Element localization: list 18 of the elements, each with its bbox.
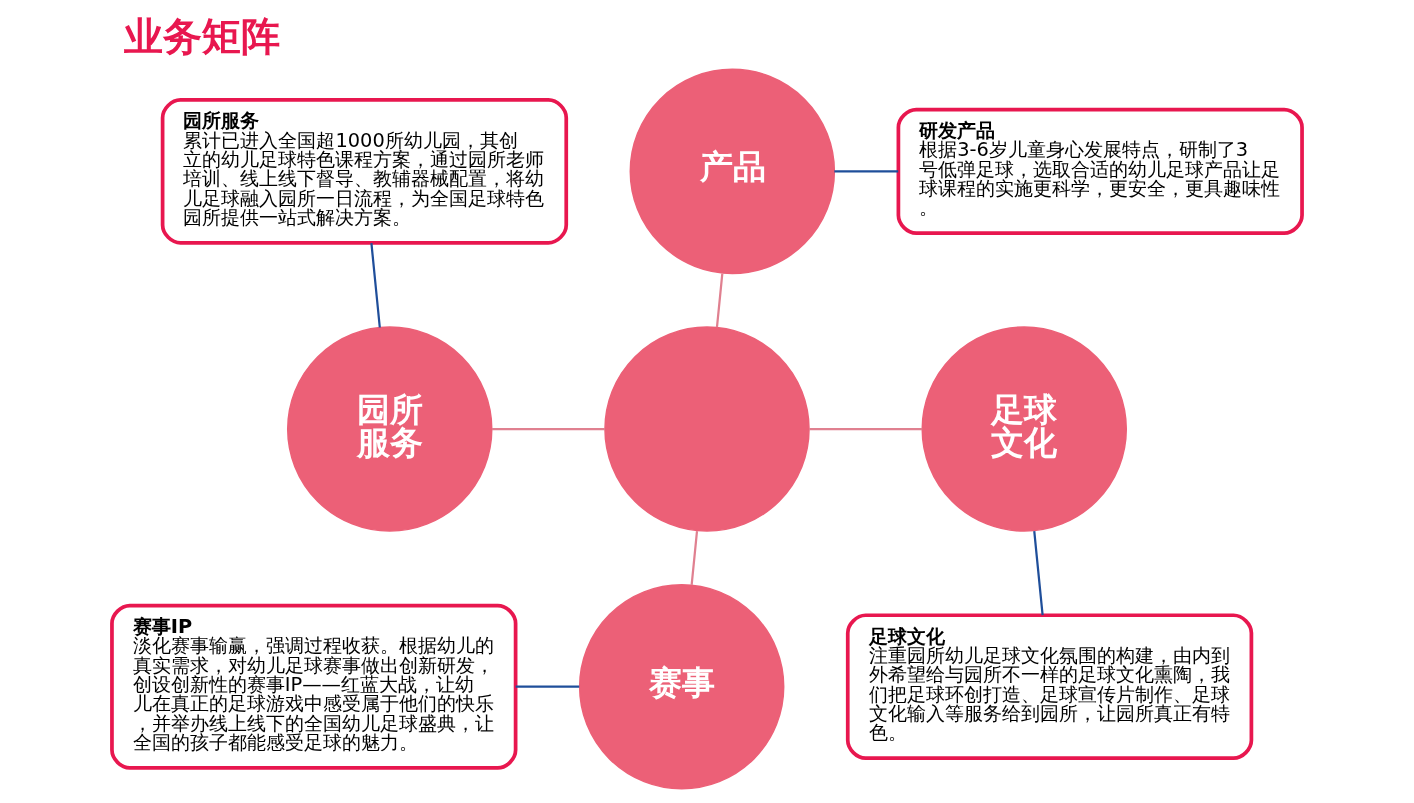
connector <box>492 427 605 431</box>
node-box: 研发产品 根据3-6岁儿童身心发展特点，研制了3号低弹足球，选取合适的幼儿足球产品让足球课程的实施更科学，更安全，更具趣味性。 <box>896 107 1304 236</box>
node-box: 园所服务 累计已进入全国超1000所幼儿园，其创立的幼儿足球特色课程方案，通过园所老师培训、线上线下督导、教辅器械配置，将幼儿足球融入园所一日流程，为全国足球特色园所提供一站式解决方案。 <box>160 98 569 245</box>
node-circle: 赛事 <box>578 583 785 790</box>
connector <box>690 531 699 585</box>
connector <box>809 427 923 431</box>
connector <box>370 243 381 328</box>
node-box: 赛事IP 淡化赛事输赢，强调过程收获。根据幼儿的真实需求，对幼儿足球赛事做出创新研发，创设创新性的赛事IP——红蓝大战，让幼儿在真正的足球游戏中感受属于他们的快乐，并举办线上线下的全国幼儿足球盛典，让全国的孩子都能感受足球的魅力。 <box>110 603 518 770</box>
diagram-title: 业务矩阵 <box>123 13 280 59</box>
connector <box>834 170 899 173</box>
connector <box>1033 531 1044 616</box>
node-circle: 园所服务 <box>286 326 493 532</box>
connector <box>515 685 580 688</box>
node-circle: 足球文化 <box>921 326 1128 532</box>
node-circle: 产品 <box>629 68 836 275</box>
node-box: 足球文化 注重园所幼儿足球文化氛围的构建，由内到外希望给与园所不一样的足球文化熏陶，我们把足球环创打造、足球宣传片制作、足球文化输入等服务给到园所，让园所真正有特色。 <box>845 613 1254 761</box>
connector <box>715 273 724 328</box>
node-circle <box>604 326 810 532</box>
